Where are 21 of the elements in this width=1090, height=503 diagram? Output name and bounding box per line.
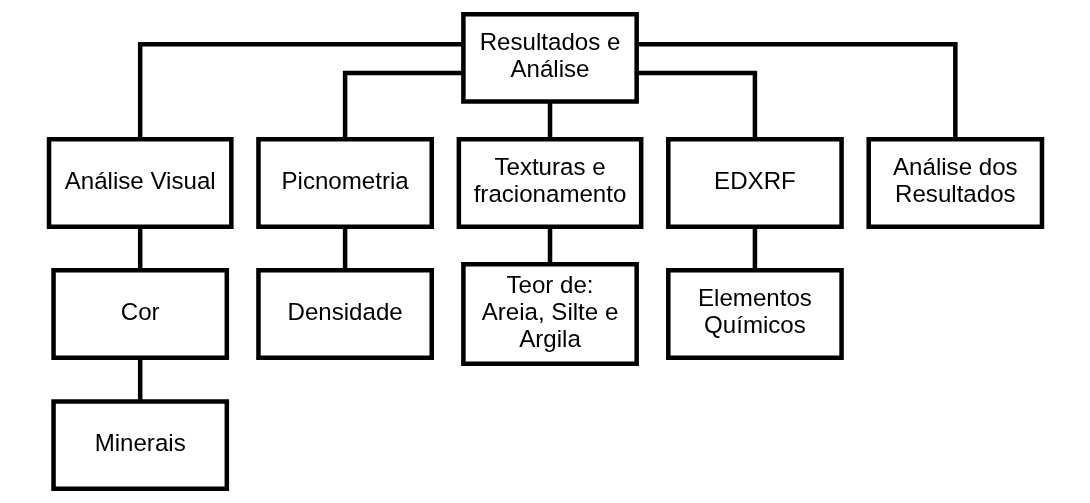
connector [137, 358, 142, 402]
connector [342, 70, 463, 139]
connector [137, 227, 142, 271]
connector [636, 70, 757, 139]
node-box: Texturas e fracionamento [456, 137, 643, 229]
connector [137, 42, 463, 140]
node-box: Análise Visual [46, 137, 234, 229]
node-box: Cor [50, 268, 229, 360]
node-box: Minerais [50, 399, 229, 492]
connector [547, 101, 552, 139]
connector [752, 227, 757, 271]
node-box: Picnometria [255, 137, 434, 229]
node-box: Resultados e Análise [460, 11, 639, 104]
connector [636, 42, 958, 140]
connector [342, 227, 347, 271]
connector [547, 227, 552, 265]
node-box: Teor de: Areia, Silte e Argila [460, 262, 639, 366]
node-box: Análise dos Resultados [865, 137, 1044, 229]
node-box: EDXRF [665, 137, 844, 229]
node-box: Densidade [255, 268, 434, 360]
node-box: Elementos Químicos [665, 268, 844, 360]
